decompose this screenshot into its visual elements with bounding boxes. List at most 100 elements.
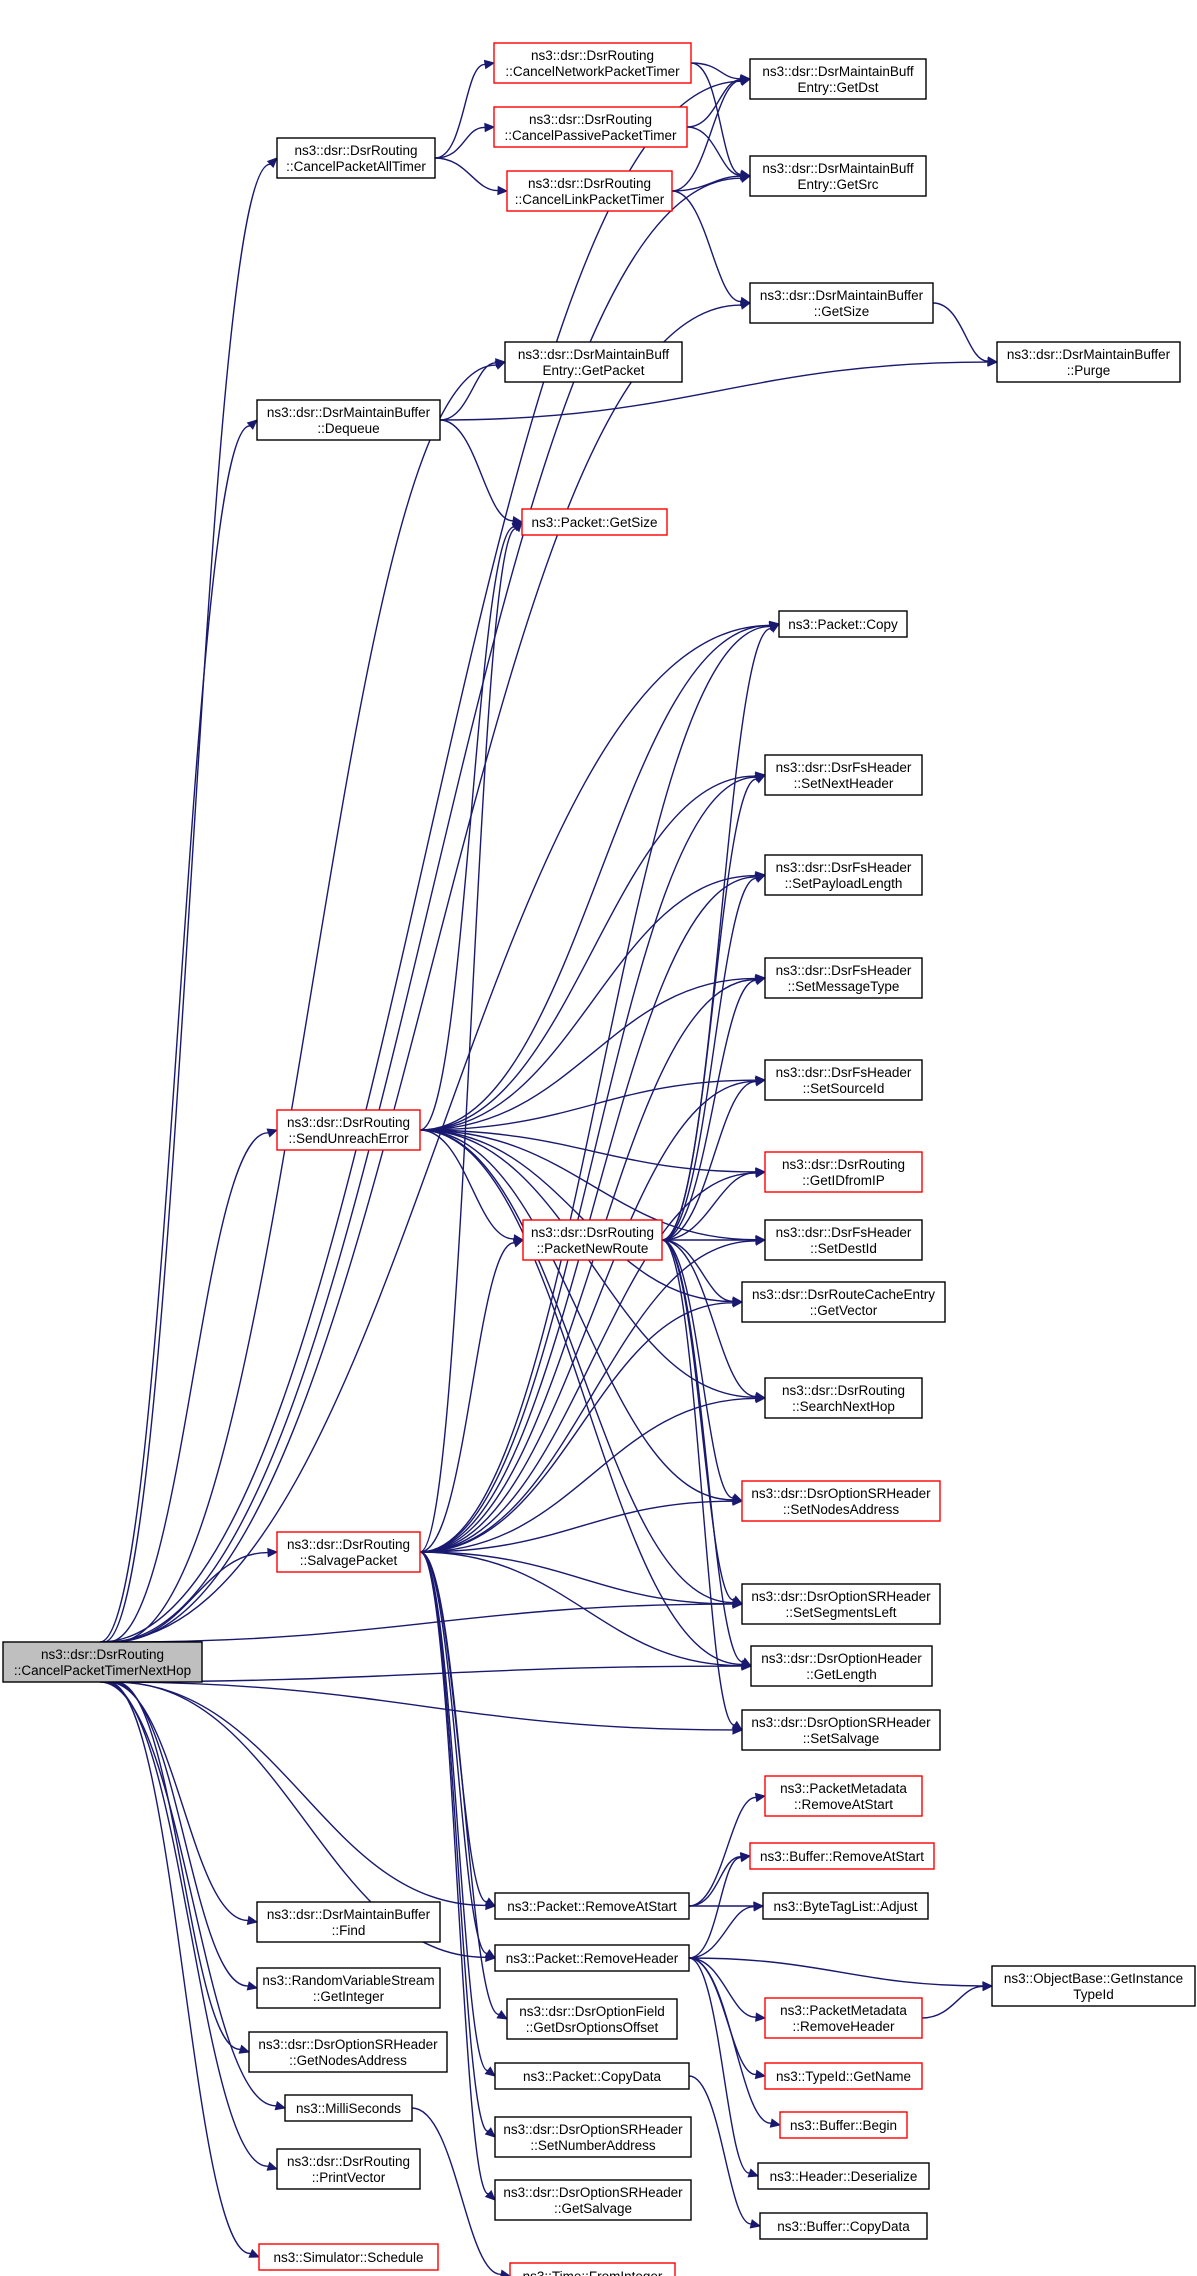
node-label-setnexthdr-0: ns3::dsr::DsrFsHeader: [776, 760, 912, 775]
edge-pmremovehdr-to-objbase: [921, 1981, 994, 2019]
node-setnumaddr[interactable]: ns3::dsr::DsrOptionSRHeader::SetNumberAd…: [494, 2116, 692, 2158]
node-label-setmsgtype-0: ns3::dsr::DsrFsHeader: [776, 963, 912, 978]
node-cnpt[interactable]: ns3::dsr::DsrRouting::CancelNetworkPacke…: [493, 42, 692, 84]
node-typeidname[interactable]: ns3::TypeId::GetName: [764, 2062, 923, 2090]
node-bufbegin[interactable]: ns3::Buffer::Begin: [779, 2111, 908, 2139]
node-pktremoveatstart[interactable]: ns3::Packet::RemoveAtStart: [494, 1892, 690, 1920]
node-bufremoveatstart[interactable]: ns3::Buffer::RemoveAtStart: [749, 1842, 935, 1870]
node-label-pktgetsize-0: ns3::Packet::GetSize: [531, 515, 657, 530]
node-purge[interactable]: ns3::dsr::DsrMaintainBuffer::Purge: [996, 341, 1181, 383]
node-setmsgtype[interactable]: ns3::dsr::DsrFsHeader::SetMessageType: [764, 957, 923, 999]
edge-pktremovehdr-to-objbase: [688, 1957, 994, 1991]
node-setsrcid[interactable]: ns3::dsr::DsrFsHeader::SetSourceId: [764, 1059, 923, 1101]
node-label-cpat-1: ::CancelPacketAllTimer: [286, 159, 426, 174]
node-pktremovehdr[interactable]: ns3::Packet::RemoveHeader: [494, 1944, 690, 1972]
node-schedule[interactable]: ns3::Simulator::Schedule: [258, 2243, 439, 2271]
node-label-getdsroptoff-1: ::GetDsrOptionsOffset: [526, 2020, 659, 2035]
node-label-getsrc-0: ns3::dsr::DsrMaintainBuff: [762, 161, 914, 176]
node-label-setmsgtype-1: ::SetMessageType: [788, 979, 900, 994]
edge-salvage-to-pktcopy: [419, 622, 781, 1553]
node-label-frominteger-0: ns3::Time::FromInteger: [523, 2269, 663, 2276]
node-label-root-0: ns3::dsr::DsrRouting: [41, 1647, 164, 1662]
edge-salvage-to-setsegleft: [419, 1551, 744, 1609]
call-edges: [99, 59, 999, 2276]
node-getpacket[interactable]: ns3::dsr::DsrMaintainBuffEntry::GetPacke…: [504, 341, 683, 383]
node-label-setsalvage-0: ns3::dsr::DsrOptionSRHeader: [751, 1715, 931, 1730]
edge-root-to-printvector: [103, 1681, 279, 2171]
node-setnexthdr[interactable]: ns3::dsr::DsrFsHeader::SetNextHeader: [764, 754, 923, 796]
node-getsalvage[interactable]: ns3::dsr::DsrOptionSRHeader::GetSalvage: [494, 2179, 692, 2221]
node-mbgetsize[interactable]: ns3::dsr::DsrMaintainBuffer::GetSize: [749, 282, 934, 324]
node-cppt[interactable]: ns3::dsr::DsrRouting::CancelPassivePacke…: [493, 106, 688, 148]
edge-cppt-to-getsrc: [686, 126, 752, 180]
edge-clpt-to-mbgetsize: [671, 190, 752, 307]
node-milliseconds[interactable]: ns3::MilliSeconds: [284, 2094, 413, 2122]
edge-salvage-to-setnexthdr: [419, 772, 767, 1553]
node-label-setdestid-1: ::SetDestId: [810, 1241, 877, 1256]
edge-cpat-to-cnpt: [434, 59, 496, 159]
edge-pktremovehdr-to-pmremovehdr: [688, 1957, 767, 2022]
node-getvector[interactable]: ns3::dsr::DsrRouteCacheEntry::GetVector: [741, 1281, 946, 1323]
node-label-pmremovehdr-1: ::RemoveHeader: [792, 2019, 895, 2034]
node-setsalvage[interactable]: ns3::dsr::DsrOptionSRHeader::SetSalvage: [741, 1709, 941, 1751]
node-getinteger[interactable]: ns3::RandomVariableStream::GetInteger: [256, 1967, 441, 2009]
edge-salvage-to-getidfromip: [419, 1168, 767, 1553]
node-pmremoveatstart[interactable]: ns3::PacketMetadata::RemoveAtStart: [764, 1775, 923, 1817]
node-label-searchnexthop-1: ::SearchNextHop: [792, 1399, 895, 1414]
node-label-adjust-0: ns3::ByteTagList::Adjust: [773, 1899, 917, 1914]
node-label-salvage-1: ::SalvagePacket: [300, 1553, 398, 1568]
node-getdsroptoff[interactable]: ns3::dsr::DsrOptionField::GetDsrOptionsO…: [506, 1998, 678, 2040]
edge-salvage-to-pktgetsize: [419, 521, 523, 1553]
node-printvector[interactable]: ns3::dsr::DsrRouting::PrintVector: [276, 2148, 421, 2190]
node-getlength[interactable]: ns3::dsr::DsrOptionHeader::GetLength: [750, 1645, 933, 1687]
edge-pktnewroute-to-setsalvage: [661, 1239, 744, 1731]
node-adjust[interactable]: ns3::ByteTagList::Adjust: [762, 1892, 929, 1920]
edge-root-to-sendunreach: [107, 1128, 279, 1643]
node-label-printvector-0: ns3::dsr::DsrRouting: [287, 2154, 410, 2169]
edge-pktnewroute-to-pktcopy: [661, 623, 781, 1241]
node-setpaylen[interactable]: ns3::dsr::DsrFsHeader::SetPayloadLength: [764, 854, 923, 896]
edge-root-to-find: [107, 1681, 259, 1926]
node-hdrdeserialize[interactable]: ns3::Header::Deserialize: [757, 2162, 930, 2190]
edge-root-to-mbgetsize: [111, 300, 752, 1643]
node-pmremovehdr[interactable]: ns3::PacketMetadata::RemoveHeader: [764, 1997, 923, 2039]
node-pktcopy[interactable]: ns3::Packet::Copy: [778, 610, 908, 638]
node-clpt[interactable]: ns3::dsr::DsrRouting::CancelLinkPacketTi…: [506, 170, 673, 212]
node-label-milliseconds-0: ns3::MilliSeconds: [296, 2101, 401, 2116]
edge-pktremovehdr-to-adjust: [688, 1901, 765, 1959]
node-setnodesaddr[interactable]: ns3::dsr::DsrOptionSRHeader::SetNodesAdd…: [741, 1480, 941, 1522]
node-bufcopydata[interactable]: ns3::Buffer::CopyData: [759, 2212, 928, 2240]
node-setsegleft[interactable]: ns3::dsr::DsrOptionSRHeader::SetSegments…: [741, 1583, 941, 1625]
node-label-getvector-0: ns3::dsr::DsrRouteCacheEntry: [752, 1287, 935, 1302]
node-label-setpaylen-0: ns3::dsr::DsrFsHeader: [776, 860, 912, 875]
node-cpat[interactable]: ns3::dsr::DsrRouting::CancelPacketAllTim…: [276, 137, 436, 179]
node-label-pmremovehdr-0: ns3::PacketMetadata: [780, 2003, 907, 2018]
node-find[interactable]: ns3::dsr::DsrMaintainBuffer::Find: [256, 1901, 441, 1943]
node-pktnewroute[interactable]: ns3::dsr::DsrRouting::PacketNewRoute: [522, 1219, 663, 1261]
node-label-setnodesaddr-0: ns3::dsr::DsrOptionSRHeader: [751, 1486, 931, 1501]
node-label-getinteger-0: ns3::RandomVariableStream: [262, 1973, 434, 1988]
node-getnodesaddr[interactable]: ns3::dsr::DsrOptionSRHeader::GetNodesAdd…: [248, 2031, 448, 2073]
edge-dequeue-to-getpacket: [439, 358, 507, 421]
node-pktgetsize[interactable]: ns3::Packet::GetSize: [521, 508, 668, 536]
node-label-getsalvage-0: ns3::dsr::DsrOptionSRHeader: [503, 2185, 683, 2200]
node-label-salvage-0: ns3::dsr::DsrRouting: [287, 1537, 410, 1552]
node-label-getlength-0: ns3::dsr::DsrOptionHeader: [761, 1651, 922, 1666]
node-root[interactable]: ns3::dsr::DsrRouting::CancelPacketTimerN…: [2, 1641, 203, 1683]
edge-pktremoveatstart-to-pmremoveatstart: [688, 1792, 767, 1907]
node-setdestid[interactable]: ns3::dsr::DsrFsHeader::SetDestId: [764, 1219, 923, 1261]
node-label-cpat-0: ns3::dsr::DsrRouting: [294, 143, 417, 158]
node-salvage[interactable]: ns3::dsr::DsrRouting::SalvagePacket: [276, 1531, 421, 1573]
node-frominteger[interactable]: ns3::Time::FromInteger: [509, 2262, 676, 2276]
node-label-find-1: ::Find: [332, 1923, 366, 1938]
node-pktcopydata[interactable]: ns3::Packet::CopyData: [494, 2062, 690, 2090]
node-dequeue[interactable]: ns3::dsr::DsrMaintainBuffer::Dequeue: [256, 399, 441, 441]
node-label-purge-0: ns3::dsr::DsrMaintainBuffer: [1007, 347, 1171, 362]
node-searchnexthop[interactable]: ns3::dsr::DsrRouting::SearchNextHop: [764, 1377, 923, 1419]
node-sendunreach[interactable]: ns3::dsr::DsrRouting::SendUnreachError: [276, 1109, 421, 1151]
node-getidfromip[interactable]: ns3::dsr::DsrRouting::GetIDfromIP: [764, 1151, 923, 1193]
node-label-pktcopydata-0: ns3::Packet::CopyData: [523, 2069, 662, 2084]
